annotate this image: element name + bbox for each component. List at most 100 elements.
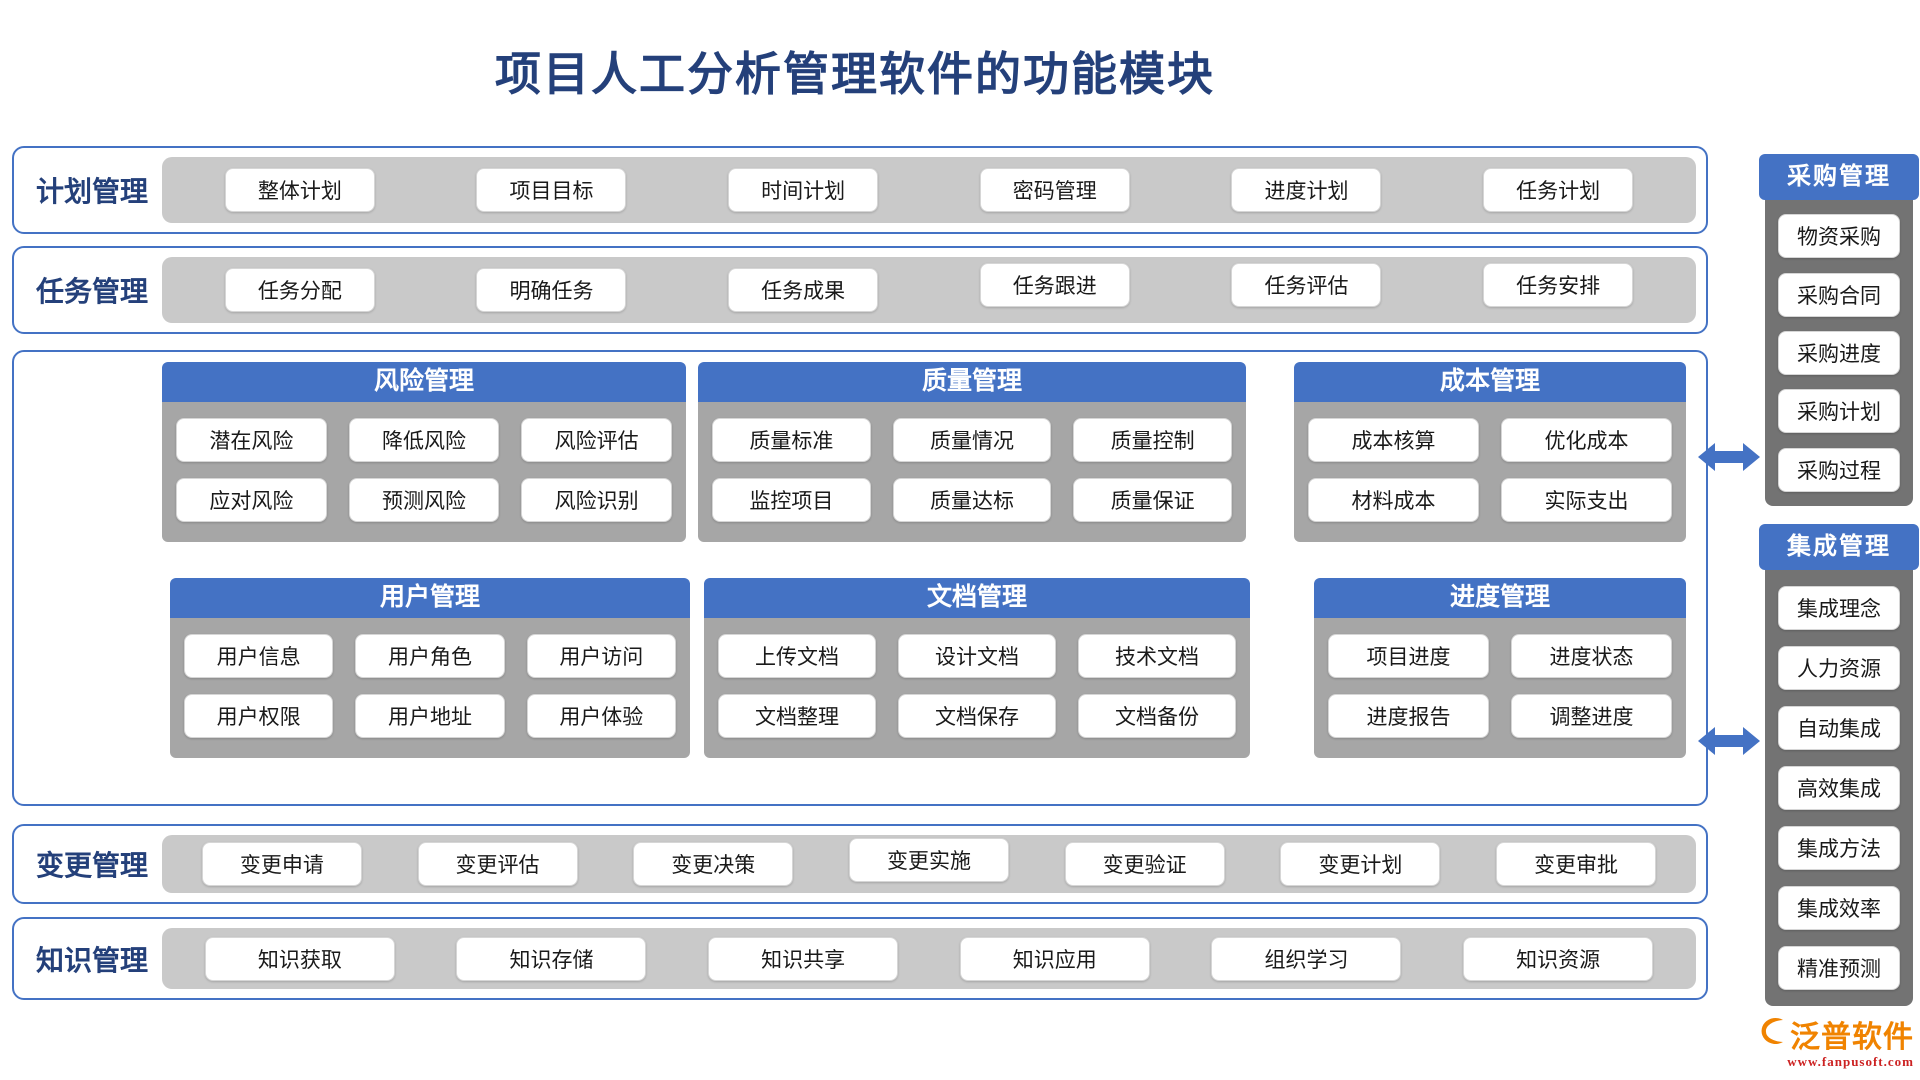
user-module-box: 用户体验 [526,694,676,738]
plan-module-box: 进度计划 [1231,168,1382,212]
risk-module-box: 降低风险 [348,418,500,462]
progress-module-box: 进度报告 [1328,694,1489,738]
change-module-box: 变更决策 [633,842,794,886]
integration-module-box: 集成效率 [1778,886,1900,930]
panel-quality-management: 质量管理 质量标准质量情况质量控制监控项目质量达标质量保证 [698,362,1246,542]
procurement-module-box: 采购进度 [1778,330,1900,375]
panel-body: 用户信息用户角色用户访问用户权限用户地址用户体验 [170,618,690,758]
logo-name: 泛普软件 [1790,1021,1914,1054]
fanpu-logo: 泛普软件 www.fanpusoft.com [1714,1012,1914,1070]
task-module-box: 任务分配 [224,268,375,312]
double-arrow-icon [1698,440,1760,474]
task-module-box: 明确任务 [476,268,627,312]
procurement-module-box: 采购合同 [1778,272,1900,317]
band-label: 变更管理 [35,851,148,882]
task-module-box: 任务跟进 [979,263,1130,307]
band-strip: 变更申请变更评估变更决策变更实施变更验证变更计划变更审批 [162,835,1696,893]
quality-module-box: 质量达标 [892,478,1052,522]
band-knowledge-management: 知识管理 知识获取知识存储知识共享知识应用组织学习知识资源 [12,917,1708,1000]
panel-body: 上传文档设计文档技术文档文档整理文档保存文档备份 [704,618,1250,758]
procurement-module-box: 采购过程 [1778,447,1900,492]
side-panel-integration-management: 集成管理 集成理念人力资源自动集成高效集成集成方法集成效率精准预测 [1759,524,1919,1006]
band-strip: 整体计划 项目目标 时间计划 密码管理 进度计划 任务计划 [162,157,1696,223]
quality-module-box: 质量控制 [1073,418,1232,462]
document-module-box: 技术文档 [1078,634,1236,678]
panel-title: 质量管理 [698,362,1246,402]
panel-body: 成本核算优化成本材料成本实际支出 [1294,402,1686,542]
document-module-box: 上传文档 [718,634,876,678]
document-module-box: 文档备份 [1078,694,1236,738]
change-module-box: 变更实施 [848,838,1009,882]
progress-module-box: 项目进度 [1328,634,1489,678]
quality-module-box: 质量保证 [1073,478,1232,522]
plan-module-box: 整体计划 [224,168,375,212]
progress-module-box: 进度状态 [1511,634,1672,678]
side-panel-body: 物资采购采购合同采购进度采购计划采购过程 [1765,200,1913,506]
user-module-box: 用户角色 [355,634,505,678]
knowledge-module-box: 知识获取 [204,936,395,981]
plan-module-box: 任务计划 [1483,168,1634,212]
panel-body: 项目进度进度状态进度报告调整进度 [1314,618,1686,758]
document-module-box: 文档整理 [718,694,876,738]
integration-module-box: 集成方法 [1778,826,1900,870]
side-panel-title: 集成管理 [1759,524,1919,570]
page-title: 项目人工分析管理软件的功能模块 [495,49,1215,100]
band-task-management: 任务管理 任务分配明确任务任务成果任务跟进任务评估任务安排 [12,246,1708,334]
panel-body: 潜在风险降低风险风险评估应对风险预测风险风险识别 [162,402,686,542]
band-plan-management: 计划管理 整体计划 项目目标 时间计划 密码管理 进度计划 任务计划 [12,146,1708,234]
user-module-box: 用户地址 [355,694,505,738]
procurement-module-box: 物资采购 [1778,214,1900,259]
plan-module-box: 时间计划 [728,168,879,212]
panel-cost-management: 成本管理 成本核算优化成本材料成本实际支出 [1294,362,1686,542]
band-strip: 任务分配明确任务任务成果任务跟进任务评估任务安排 [162,257,1696,323]
document-module-box: 文档保存 [898,694,1056,738]
double-arrow-icon [1698,724,1760,758]
knowledge-module-box: 知识应用 [959,936,1150,981]
risk-module-box: 潜在风险 [176,418,327,462]
change-module-box: 变更计划 [1280,842,1441,886]
procurement-module-box: 采购计划 [1778,389,1900,434]
quality-module-box: 质量标准 [712,418,871,462]
side-panel-body: 集成理念人力资源自动集成高效集成集成方法集成效率精准预测 [1765,570,1913,1006]
band-strip: 知识获取知识存储知识共享知识应用组织学习知识资源 [162,928,1696,989]
change-module-box: 变更申请 [201,842,362,886]
panel-risk-management: 风险管理 潜在风险降低风险风险评估应对风险预测风险风险识别 [162,362,686,542]
quality-module-box: 监控项目 [712,478,871,522]
band-label: 知识管理 [35,945,148,977]
risk-module-box: 风险识别 [521,478,672,522]
panel-user-management: 用户管理 用户信息用户角色用户访问用户权限用户地址用户体验 [170,578,690,758]
task-module-box: 任务评估 [1231,263,1382,307]
panel-title: 文档管理 [704,578,1250,618]
cost-module-box: 优化成本 [1501,418,1672,462]
panel-title: 用户管理 [170,578,690,618]
panel-title: 成本管理 [1294,362,1686,402]
integration-module-box: 人力资源 [1778,646,1900,690]
integration-module-box: 自动集成 [1778,706,1900,750]
user-module-box: 用户权限 [184,694,334,738]
cost-module-box: 实际支出 [1501,478,1672,522]
risk-module-box: 应对风险 [176,478,327,522]
user-module-box: 用户信息 [184,634,334,678]
band-change-management: 变更管理 变更申请变更评估变更决策变更实施变更验证变更计划变更审批 [12,824,1708,904]
progress-module-box: 调整进度 [1511,694,1672,738]
knowledge-module-box: 组织学习 [1211,936,1402,981]
task-module-box: 任务成果 [728,268,879,312]
side-panel-procurement-management: 采购管理 物资采购采购合同采购进度采购计划采购过程 [1759,154,1919,506]
plan-module-box: 项目目标 [476,168,627,212]
knowledge-module-box: 知识存储 [456,936,647,981]
risk-module-box: 预测风险 [348,478,500,522]
panel-body: 质量标准质量情况质量控制监控项目质量达标质量保证 [698,402,1246,542]
quality-module-box: 质量情况 [892,418,1052,462]
user-module-box: 用户访问 [526,634,676,678]
panel-title: 风险管理 [162,362,686,402]
band-label: 计划管理 [35,177,148,208]
risk-module-box: 风险评估 [521,418,672,462]
cost-module-box: 材料成本 [1308,478,1479,522]
band-label: 任务管理 [35,277,148,308]
plan-module-box: 密码管理 [979,168,1130,212]
panel-document-management: 文档管理 上传文档设计文档技术文档文档整理文档保存文档备份 [704,578,1250,758]
fanpu-logo-icon [1754,1017,1786,1052]
panel-progress-management: 进度管理 项目进度进度状态进度报告调整进度 [1314,578,1686,758]
change-module-box: 变更评估 [417,842,578,886]
